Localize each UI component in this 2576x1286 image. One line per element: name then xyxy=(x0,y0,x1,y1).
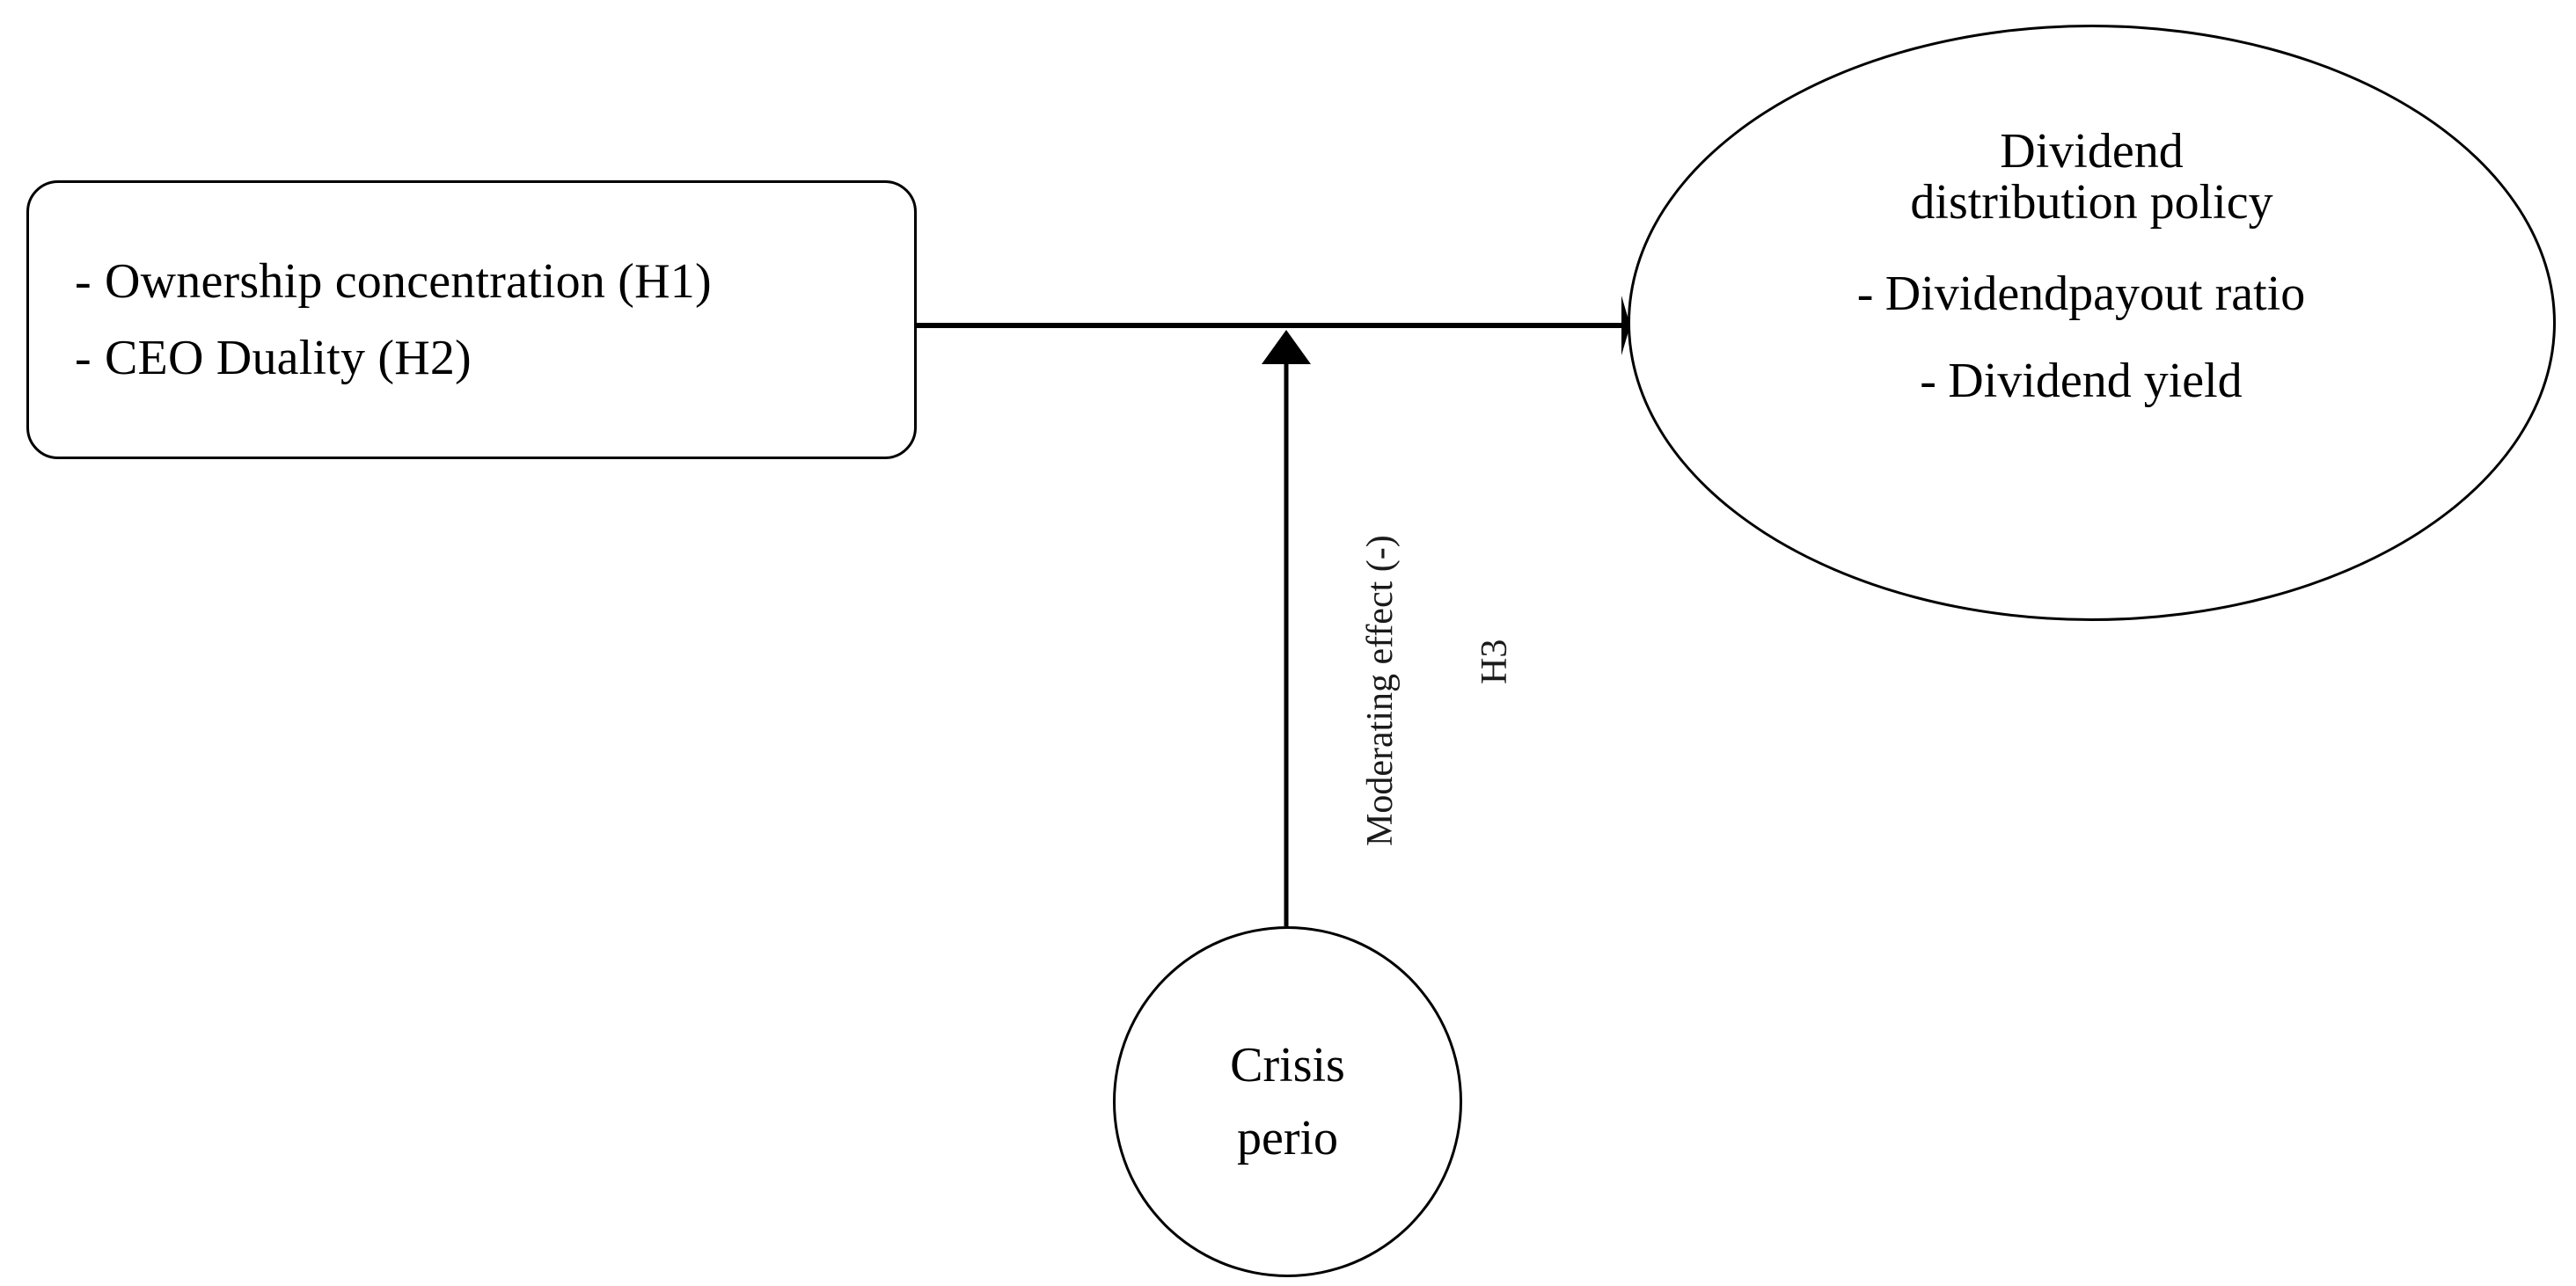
moderation-arrowhead-icon xyxy=(1262,330,1311,364)
moderator-circle: Crisis perio xyxy=(1113,926,1462,1277)
outcome-title-line-1: Dividend xyxy=(2000,124,2184,179)
outcome-measure-dividend-yield: Dividend yield xyxy=(1948,354,2243,409)
list-item: - Dividend yield xyxy=(1920,355,2263,407)
list-item: - Dividendpayout ratio xyxy=(1857,268,2326,320)
list-item: - CEO Duality (H2) xyxy=(75,332,889,384)
bullet-dash-icon: - xyxy=(1920,354,1936,409)
list-item: - Ownership concentration (H1) xyxy=(75,253,889,309)
antecedent-label-h1: Ownership concentration (H1) xyxy=(105,253,712,309)
bullet-dash-icon: - xyxy=(1856,267,1874,322)
outcome-ellipse: Dividend distribution policy - Dividendp… xyxy=(1628,25,2556,621)
bullet-dash-icon: - xyxy=(75,253,91,309)
main-effect-arrowhead-icon xyxy=(1621,296,1630,355)
moderating-effect-label: Moderating effect (-) xyxy=(1360,535,1401,846)
outcome-title-line-2: distribution policy xyxy=(1910,175,2273,230)
moderator-label-line-1: Crisis xyxy=(1230,1037,1345,1092)
antecedents-box: - Ownership concentration (H1) - CEO Dua… xyxy=(26,180,917,459)
bullet-dash-icon: - xyxy=(75,330,91,385)
hypothesis-h3-label: H3 xyxy=(1475,639,1515,684)
outcome-measure-payout-ratio: Dividendpayout ratio xyxy=(1884,267,2306,322)
outcome-title: Dividend distribution policy xyxy=(1910,124,2273,230)
antecedent-label-h2: CEO Duality (H2) xyxy=(105,330,472,385)
moderator-label-line-2: perio xyxy=(1236,1110,1339,1165)
